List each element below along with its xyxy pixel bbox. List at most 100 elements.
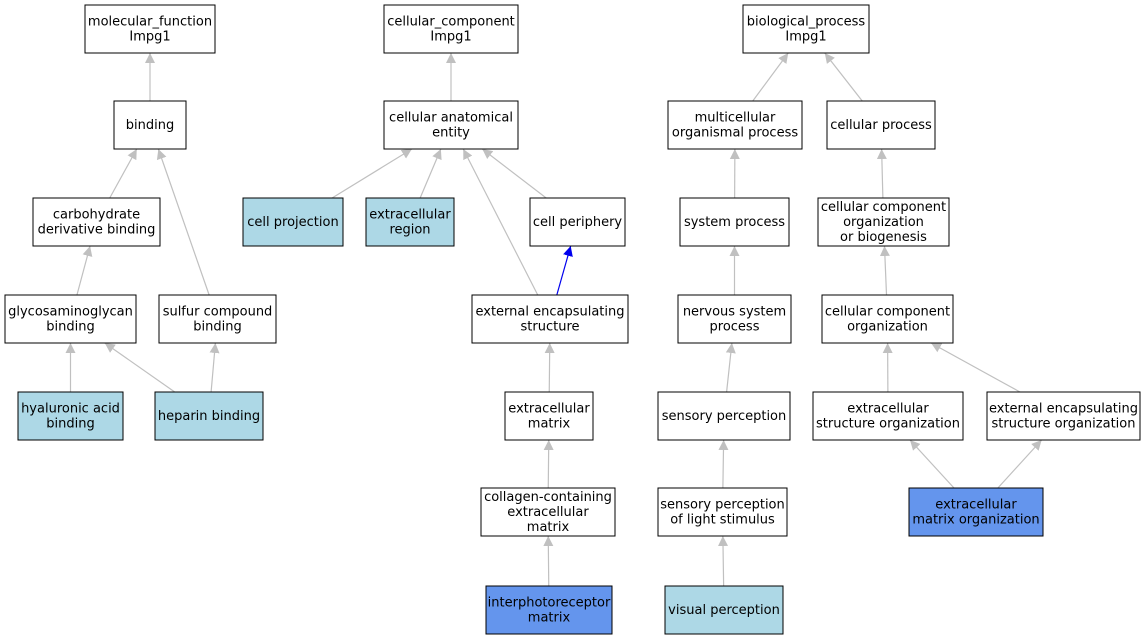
node-label-line: cell periphery [533,215,623,230]
node-box [817,197,950,247]
node-label-line: cellular component [825,305,950,320]
node-cellproj[interactable]: cell projection [242,197,344,247]
node-label-line: region [389,223,430,238]
edge-ecmo-to-ecso [909,439,955,489]
node-label-line: sensory perception [660,498,785,513]
edge-line [909,439,955,489]
node-label-line: binding [46,320,94,335]
edge-line [556,245,573,296]
node-label-line: visual perception [668,603,780,618]
node-label-line: biological_process [747,15,866,30]
node-box [4,294,137,344]
node-label-line: matrix [528,611,571,626]
edge-heparin-to-sulfur [209,342,220,393]
edge-line [209,342,220,393]
node-sysp[interactable]: system process [679,197,790,247]
node-box [480,487,616,537]
node-box [657,391,791,441]
edge-coll-to-ecm [543,439,554,489]
node-label-line: entity [432,126,470,141]
node-box [742,4,870,54]
node-box [113,100,187,150]
node-box [383,100,519,150]
node-label-line: organization [847,320,928,335]
node-box [485,585,613,635]
edge-line [824,52,863,102]
node-label-line: process [710,320,760,335]
node-label-line: carbohydrate [53,208,140,223]
node-sensp[interactable]: sensory perception [657,391,791,441]
edge-gag-to-carb [76,245,93,296]
node-cellper[interactable]: cell periphery [529,197,626,247]
node-label-line: matrix [527,520,570,535]
node-heparin[interactable]: heparin binding [154,391,264,441]
node-binding[interactable]: binding [113,100,187,150]
node-box [664,585,784,635]
node-label-line: multicellular [695,111,776,126]
node-visp[interactable]: visual perception [664,585,784,635]
node-box [908,487,1044,537]
node-label-line: structure organization [816,417,960,432]
edge-line [876,148,887,199]
node-cp[interactable]: cellular process [826,100,936,150]
node-label-line: binding [126,118,174,133]
node-box [657,487,788,537]
node-label-line: cellular anatomical [389,111,513,126]
edge-line [462,148,539,296]
node-box [667,100,803,150]
node-box [154,391,264,441]
edge-line [104,342,176,393]
edge-line [543,439,554,489]
edge-cco-to-ccob [879,245,890,296]
edge-line [156,148,210,296]
node-box [826,100,936,150]
edge-line [930,342,1021,393]
node-label-line: matrix [528,417,571,432]
edge-line [419,148,442,199]
node-label-line: system process [684,215,785,230]
node-label-line: Impg1 [129,30,170,45]
node-box [32,197,161,247]
node-label-line: sulfur compound [163,305,273,320]
edge-ecr-to-cae [419,148,442,199]
node-box [17,391,124,441]
edge-line [718,439,729,489]
edge-ecmo-to-eeso [997,439,1043,489]
node-label-line: cellular process [830,118,932,133]
edge-line [879,245,890,296]
node-box [986,391,1141,441]
node-label-line: interphotoreceptor [488,596,611,611]
node-box [471,294,629,344]
edge-ext_enc-to-cellper [556,245,573,296]
node-label-line: extracellular [935,498,1017,513]
node-box [679,197,790,247]
edge-line [109,148,138,199]
node-label-line: structure [521,320,580,335]
edge-eeso-to-cco [930,342,1021,393]
node-label-line: heparin binding [158,409,260,424]
node-label-line: binding [193,320,241,335]
node-label-line: extracellular [507,505,589,520]
